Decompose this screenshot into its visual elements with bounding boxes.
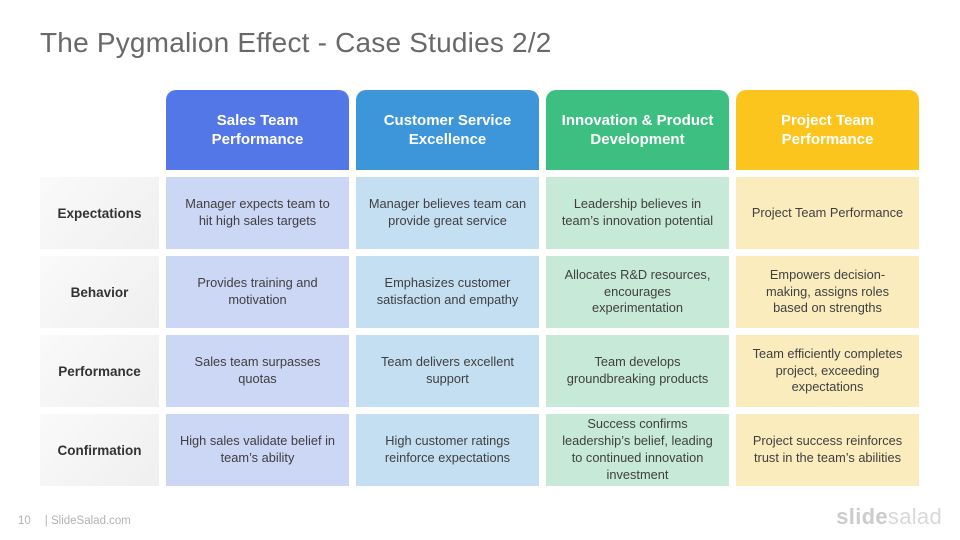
column-header-customer-service: Customer Service Excellence — [356, 90, 539, 170]
row-header-confirmation: Confirmation — [40, 414, 159, 486]
cell-confirmation-project: Project success reinforces trust in the … — [736, 414, 919, 486]
cell-performance-project: Team efficiently completes project, exce… — [736, 335, 919, 407]
cell-performance-customer-service: Team delivers excellent support — [356, 335, 539, 407]
row-header-expectations: Expectations — [40, 177, 159, 249]
footer-site-link[interactable]: | SlideSalad.com — [44, 515, 131, 527]
slidesalad-logo: slidesalad — [836, 504, 942, 530]
column-header-project-team: Project Team Performance — [736, 90, 919, 170]
column-header-innovation-product: Innovation & Product Development — [546, 90, 729, 170]
cell-behavior-customer-service: Emphasizes customer satisfaction and emp… — [356, 256, 539, 328]
cell-behavior-sales: Provides training and motivation — [166, 256, 349, 328]
cell-confirmation-innovation: Success confirms leadership’s belief, le… — [546, 414, 729, 486]
cell-confirmation-sales: High sales validate belief in team’s abi… — [166, 414, 349, 486]
cell-confirmation-customer-service: High customer ratings reinforce expectat… — [356, 414, 539, 486]
cell-performance-innovation: Team develops groundbreaking products — [546, 335, 729, 407]
page-number: 10 — [18, 515, 31, 527]
column-header-sales-team: Sales Team Performance — [166, 90, 349, 170]
cell-behavior-project: Empowers decision-making, assigns roles … — [736, 256, 919, 328]
table-corner-spacer — [40, 90, 159, 170]
logo-text-salad: salad — [887, 504, 942, 529]
row-header-behavior: Behavior — [40, 256, 159, 328]
footer-left: 10 | SlideSalad.com — [18, 515, 131, 527]
cell-performance-sales: Sales team surpasses quotas — [166, 335, 349, 407]
slide-title: The Pygmalion Effect - Case Studies 2/2 — [40, 27, 552, 58]
cell-expectations-innovation: Leadership believes in team’s innovation… — [546, 177, 729, 249]
cell-behavior-innovation: Allocates R&D resources, encourages expe… — [546, 256, 729, 328]
logo-text-slide: slide — [836, 504, 888, 529]
case-studies-table: Sales Team Performance Customer Service … — [40, 90, 919, 486]
row-header-performance: Performance — [40, 335, 159, 407]
cell-expectations-sales: Manager expects team to hit high sales t… — [166, 177, 349, 249]
cell-expectations-project: Project Team Performance — [736, 177, 919, 249]
cell-expectations-customer-service: Manager believes team can provide great … — [356, 177, 539, 249]
